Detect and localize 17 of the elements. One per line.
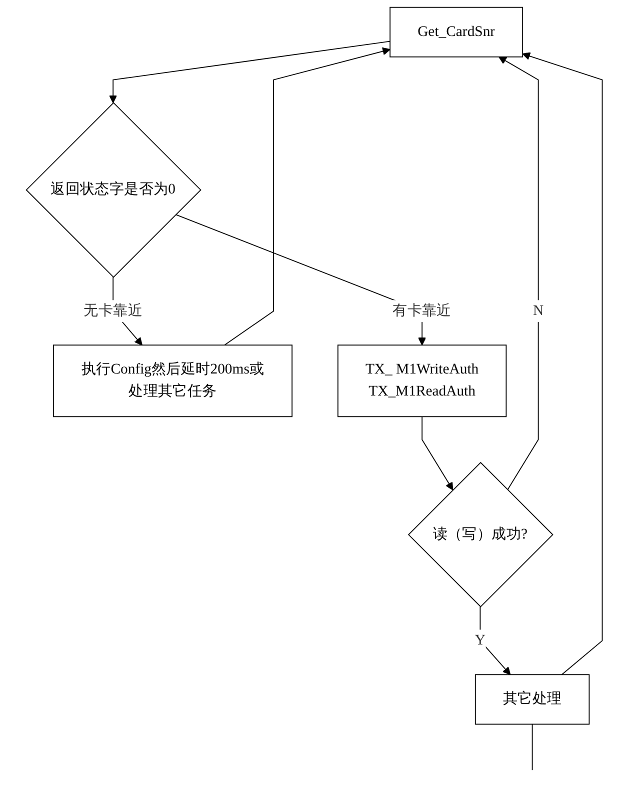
edge-label: 有卡靠近: [392, 302, 452, 318]
arrow: [522, 52, 603, 676]
arrow: [422, 416, 454, 490]
edge-label: Y: [475, 632, 486, 648]
arrow: [109, 40, 391, 104]
node-box: Get_CardSnr: [390, 6, 524, 58]
edge-label: 无卡靠近: [84, 302, 143, 318]
node-diamond: 读（写）成功?: [408, 462, 554, 608]
connector: [532, 724, 533, 771]
edge-label: N: [533, 302, 544, 318]
node-diamond: 返回状态字是否为0: [26, 102, 202, 278]
arrow: [480, 606, 511, 676]
arrow: [224, 47, 391, 346]
node-box: 执行Config然后延时200ms或处理其它任务: [53, 344, 293, 418]
node-box: TX_ M1WriteAuth TX_M1ReadAuth: [338, 344, 507, 418]
arrow: [498, 56, 539, 490]
node-box: 其它处理: [475, 674, 590, 725]
